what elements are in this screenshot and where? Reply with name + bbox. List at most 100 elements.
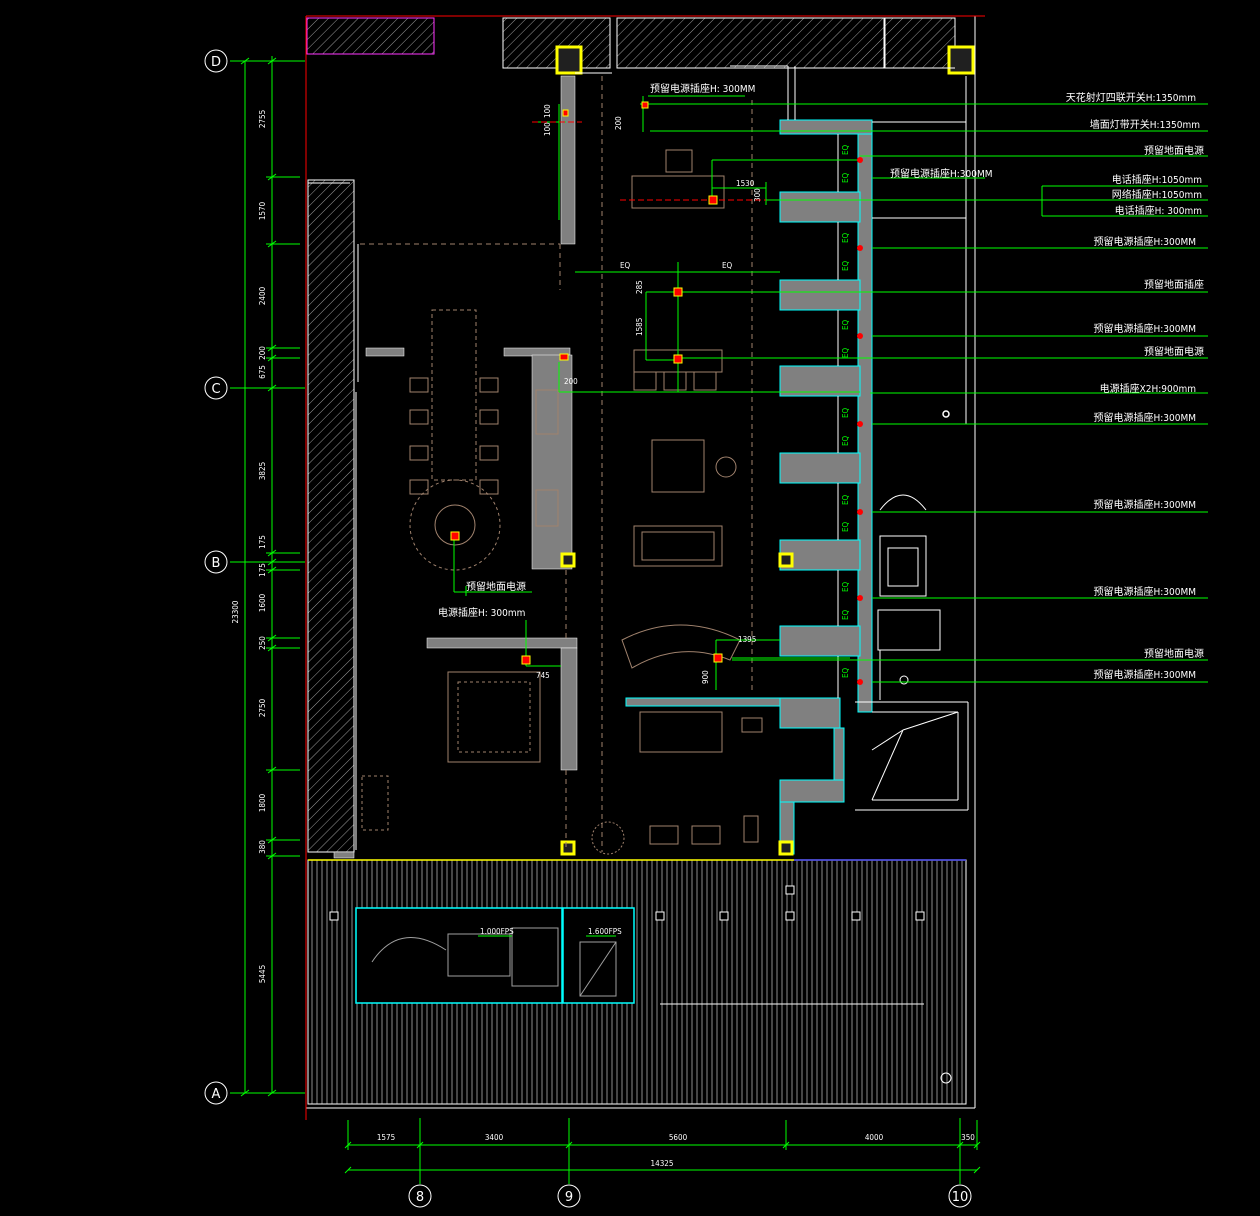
eq-mark: EQ — [841, 407, 850, 418]
grid-label: 9 — [565, 1190, 573, 1205]
dim-text: 745 — [536, 671, 550, 680]
eq-mark: EQ — [841, 260, 850, 271]
dim-tick — [956, 1141, 964, 1149]
dim-text: 4000 — [865, 1133, 884, 1142]
left-dimension-text: 2755 1570 2400 200 675 3825 175 175 1600… — [231, 110, 267, 983]
dim-text: 2400 — [258, 286, 267, 305]
right-annotations: 天花射灯四联开关H:1350mm 墙面灯带开关H:1350mm 预留地面电源 电… — [1066, 91, 1204, 681]
dim-tick — [267, 57, 277, 65]
dim-tick — [267, 852, 277, 860]
dim-text: 675 — [258, 365, 267, 379]
lift-equipment — [877, 494, 941, 700]
dim-tick — [267, 549, 277, 557]
dim-text: 2755 — [258, 110, 267, 128]
socket-dots — [857, 157, 863, 685]
eq-mark: EQ — [841, 435, 850, 446]
dim-text: 350 — [961, 1133, 975, 1142]
annotation-label: 预留地面电源 — [466, 580, 526, 593]
grid-bubble-row: A — [204, 1081, 228, 1105]
eq-mark: EQ — [841, 319, 850, 330]
dim-tick — [240, 1089, 250, 1097]
structural-columns — [555, 45, 975, 856]
annotation-label: 网络插座H:1050mm — [1112, 188, 1202, 201]
dim-text: 300 — [753, 188, 762, 202]
grid-label: 8 — [416, 1190, 424, 1205]
drain-icon — [940, 1072, 952, 1084]
dim-text: 200 — [614, 116, 623, 130]
dim-tick — [782, 1141, 790, 1149]
bottom-dimension-chain — [344, 1120, 981, 1174]
eq-mark: EQ — [841, 347, 850, 358]
dim-text: EQ — [620, 261, 631, 270]
grid-bubble-col: 9 — [557, 1184, 581, 1208]
grid-bubble-row: D — [204, 49, 228, 73]
dim-tick — [344, 1141, 352, 1149]
dim-total: 23300 — [231, 600, 240, 623]
grid-label: 10 — [952, 1190, 969, 1205]
annotation-label: 天花射灯四联开关H:1350mm — [1066, 91, 1196, 104]
dim-total: 14325 — [651, 1159, 674, 1168]
dim-text: 3400 — [485, 1133, 504, 1142]
dim-tick — [267, 634, 277, 642]
pool-left — [355, 907, 563, 1004]
annotation-label: 预留电源插座H:300MM — [890, 167, 993, 180]
annotation-label: 电话插座H:1050mm — [1112, 173, 1202, 186]
dim-text: 1530 — [736, 179, 755, 188]
annotation-label: 预留地面插座 — [1144, 278, 1204, 291]
dim-tick — [344, 1166, 352, 1174]
grid-label: A — [212, 1087, 221, 1102]
dim-text: 1600 — [258, 593, 267, 612]
dim-tick — [267, 644, 277, 652]
dim-text: 250 — [258, 636, 267, 650]
socket-markers — [450, 101, 723, 665]
bottom-dimension-text: 1575 3400 5600 4000 350 14325 — [377, 1133, 975, 1168]
dim-tick — [267, 566, 277, 574]
grid-bubbles: D C B A 8 9 10 — [204, 49, 972, 1208]
grid-label: C — [211, 382, 220, 397]
dim-tick — [267, 240, 277, 248]
dim-text: 5445 — [258, 965, 267, 983]
inner-annotations: 预留电源插座H:300MM 预留电源插座H: 300MM 预留地面电源 电源插座… — [438, 82, 993, 619]
dim-text: 200 — [258, 346, 267, 360]
annotation-label: 预留电源插座H:300MM — [1094, 585, 1197, 598]
dim-tick — [267, 173, 277, 181]
ceiling-dashed-lines — [360, 76, 753, 852]
dim-text: 1395 — [738, 635, 756, 644]
annotation-label: 预留电源插座H:300MM — [1094, 322, 1197, 335]
glass-comb-wall — [625, 119, 873, 855]
dim-tick — [267, 354, 277, 362]
dim-tick — [973, 1141, 981, 1149]
eq-mark: EQ — [841, 521, 850, 532]
hatched-wall-top-right — [616, 17, 885, 69]
grid-label: B — [212, 556, 221, 571]
dim-text: 1575 — [377, 1133, 395, 1142]
left-dimension-chain — [240, 56, 300, 1097]
dim-tick — [267, 766, 277, 774]
annotation-label: 预留电源插座H: 300MM — [650, 82, 755, 95]
annotation-label: 电话插座H: 300mm — [1115, 204, 1202, 217]
eq-mark: EQ — [841, 667, 850, 678]
annotation-label: 预留电源插座H:300MM — [1094, 498, 1197, 511]
hatched-wall-top-left — [306, 17, 435, 55]
eq-marks: EQ EQ EQ EQ EQ EQ EQ EQ EQ EQ EQ EQ EQ — [841, 144, 850, 678]
dim-text: 1.600FPS — [588, 927, 622, 936]
grid-bubble-row: C — [204, 376, 228, 400]
eq-mark: EQ — [841, 609, 850, 620]
dim-tick — [267, 558, 277, 566]
dim-text: 2750 — [258, 698, 267, 717]
dim-tick — [267, 836, 277, 844]
annotation-label: 墙面灯带开关H:1350mm — [1090, 118, 1200, 131]
dim-text: 1585 — [635, 318, 644, 336]
window-lines — [308, 65, 969, 850]
annotation-label: 预留地面电源 — [1144, 144, 1204, 157]
dim-text: 380 — [258, 840, 267, 854]
inner-dimension-text: 200 100 100 1530 300 EQ EQ 285 1585 200 … — [480, 104, 762, 936]
dim-text: EQ — [722, 261, 733, 270]
drain-icon — [942, 410, 950, 418]
grid-bubble-col: 8 — [408, 1184, 432, 1208]
dim-tick — [565, 1141, 573, 1149]
dim-text: 900 — [701, 670, 710, 684]
annotation-label: 电源插座H: 300mm — [438, 606, 525, 619]
dim-text: 175 — [258, 563, 267, 577]
dim-text: 200 — [564, 377, 578, 386]
